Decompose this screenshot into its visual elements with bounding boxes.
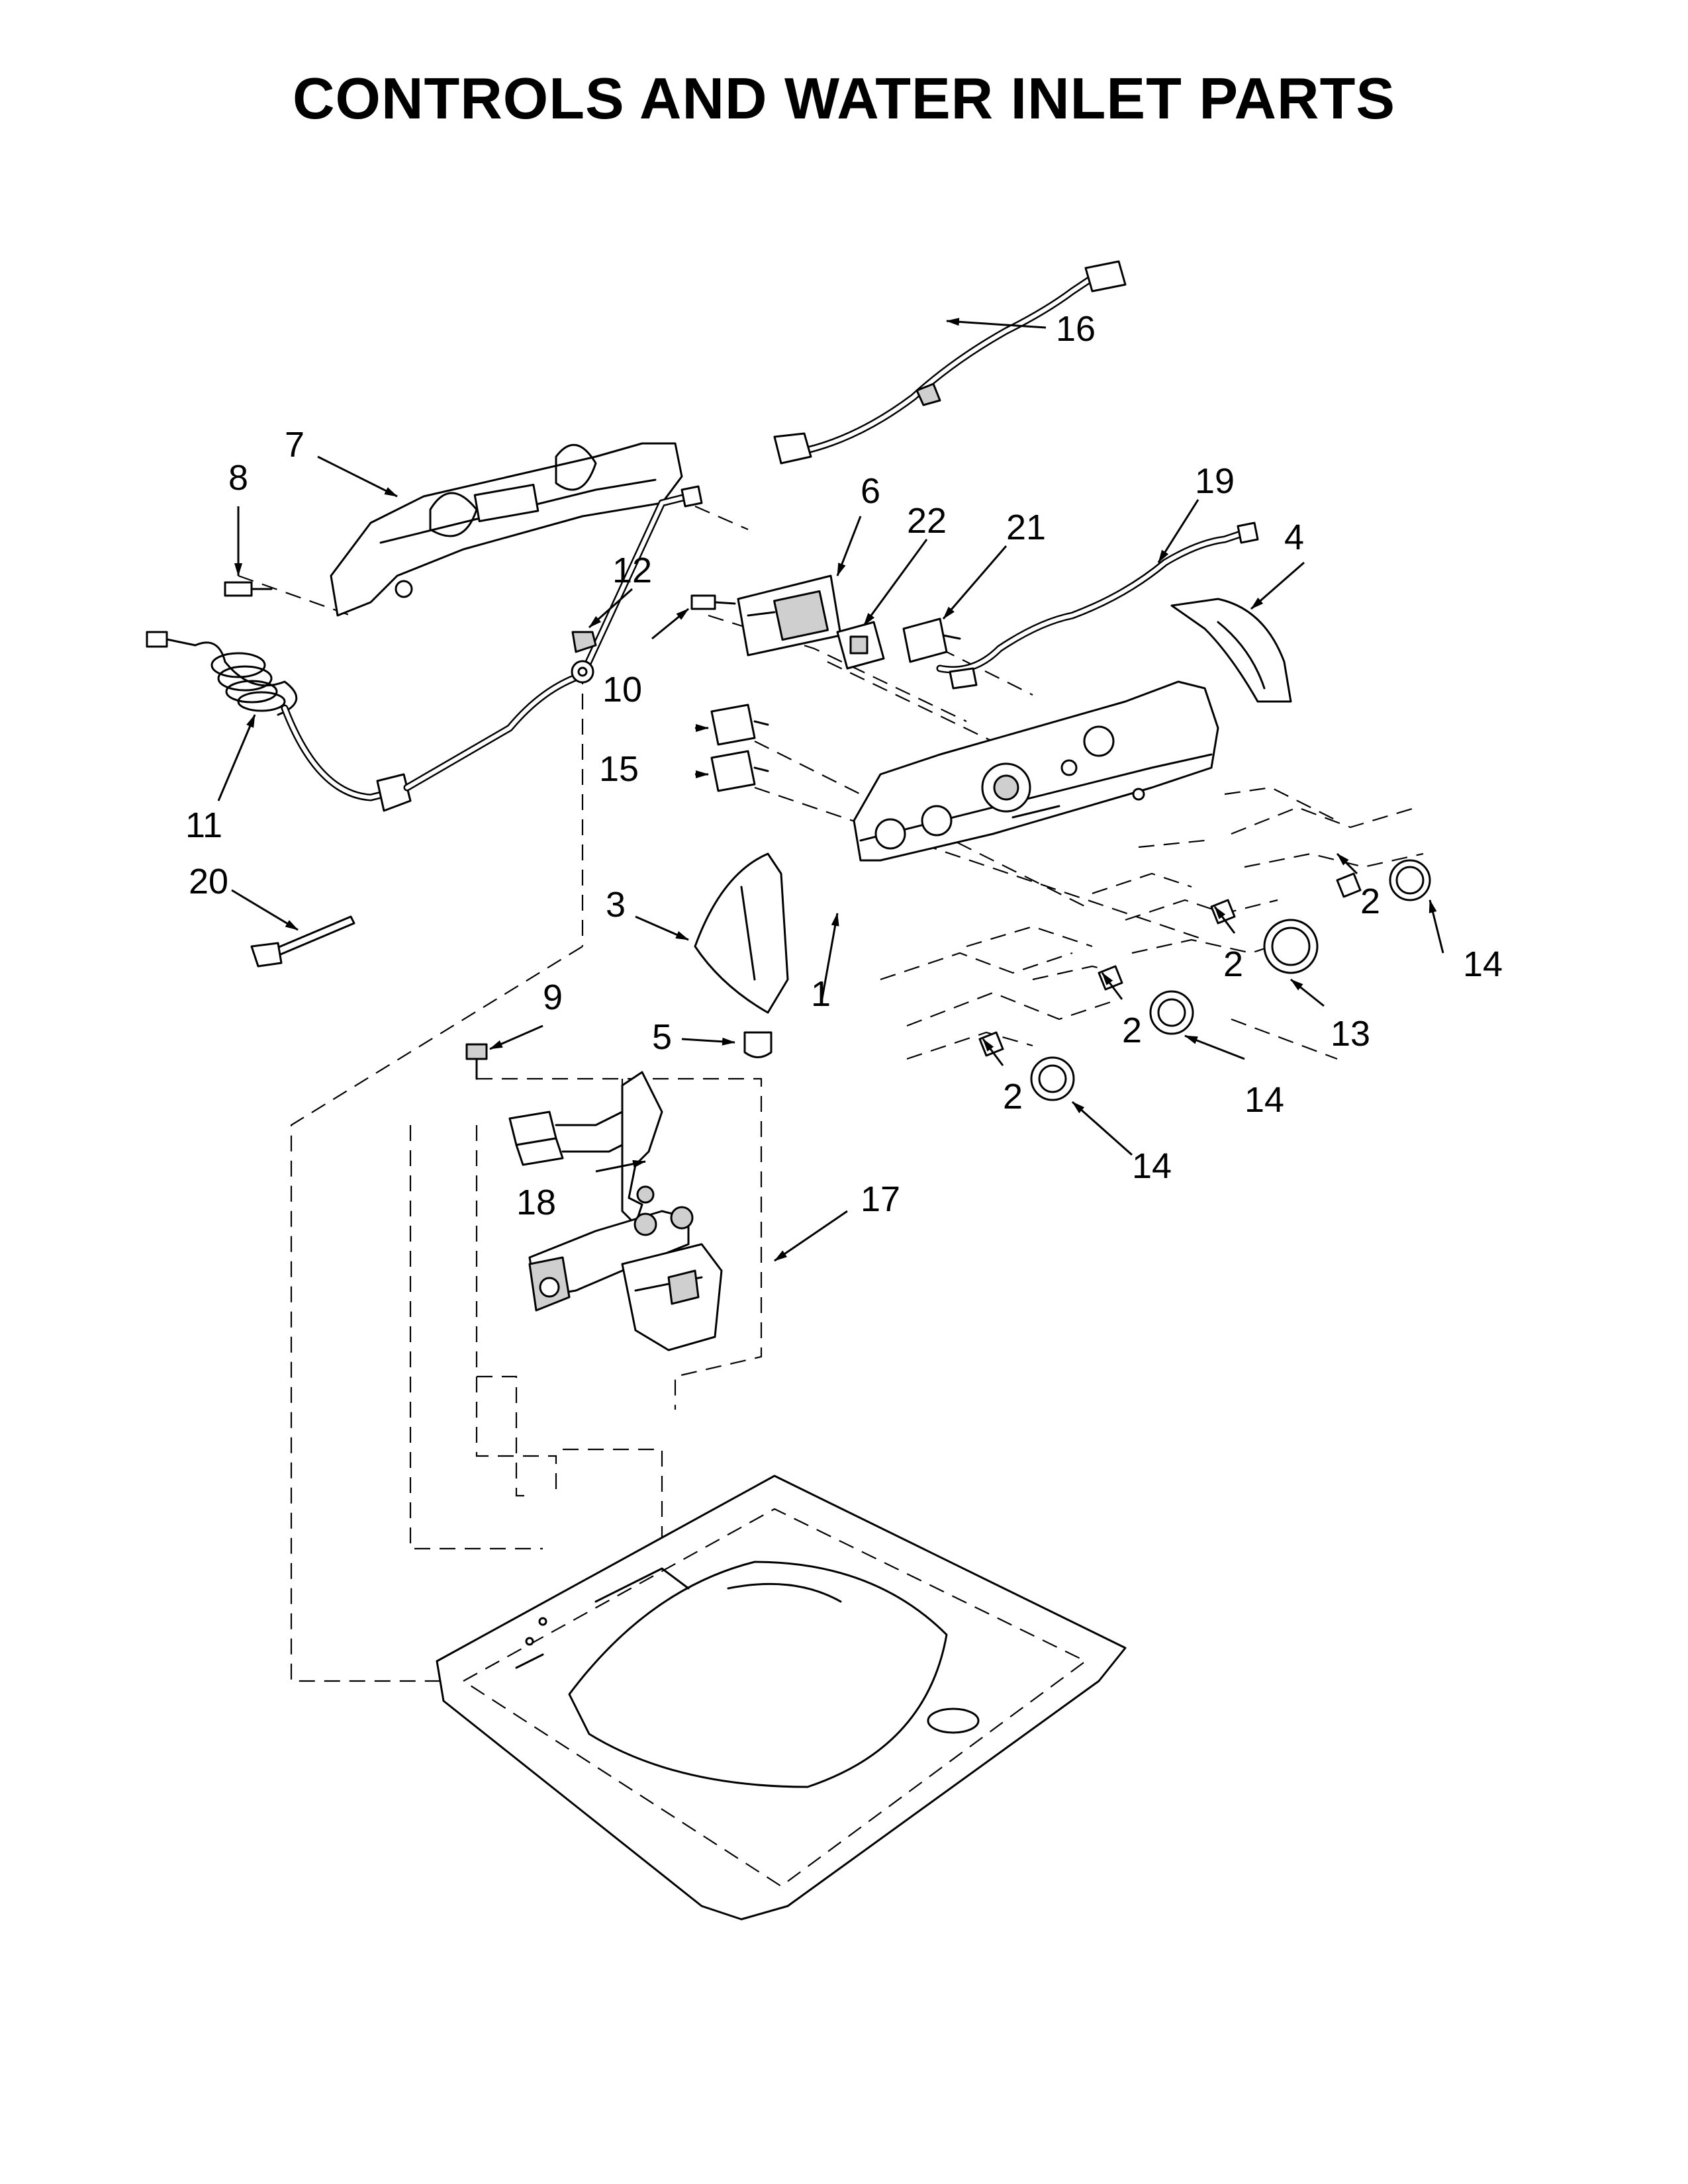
hose-assembly-18 xyxy=(508,1071,663,1226)
callout-13: 13 xyxy=(1331,1014,1370,1054)
callout-21: 21 xyxy=(1006,508,1046,547)
switch-21 xyxy=(902,617,961,663)
callout-14: 14 xyxy=(1132,1146,1172,1186)
page-title: CONTROLS AND WATER INLET PARTS xyxy=(292,66,1396,131)
part-22 xyxy=(836,621,885,670)
console-1 xyxy=(853,680,1219,862)
wire-harness-16 xyxy=(773,260,1127,465)
callout-8: 8 xyxy=(228,458,248,498)
water-valve-17 xyxy=(528,1206,723,1351)
callout-10: 10 xyxy=(602,670,642,709)
switch-15 xyxy=(710,704,769,792)
callout-17: 17 xyxy=(861,1179,900,1219)
callout-22: 22 xyxy=(907,501,947,541)
control-board-6 xyxy=(737,574,842,657)
callout-2: 2 xyxy=(1003,1077,1023,1116)
callout-9: 9 xyxy=(543,978,563,1017)
callout-labels: 1 2 2 2 2 3 4 5 6 7 8 9 10 11 12 13 14 1… xyxy=(185,309,1503,1222)
callout-4: 4 xyxy=(1284,518,1304,557)
screw-8 xyxy=(224,581,273,597)
callout-14: 14 xyxy=(1463,944,1503,984)
callout-14: 14 xyxy=(1244,1080,1284,1120)
callout-6: 6 xyxy=(861,471,880,511)
clip-5 xyxy=(743,1031,773,1058)
callout-3: 3 xyxy=(606,885,626,925)
cable-tie-20 xyxy=(250,915,355,968)
end-cap-right-4 xyxy=(1170,598,1292,703)
nut-12 xyxy=(571,631,597,653)
callout-16: 16 xyxy=(1056,309,1096,349)
callout-19: 19 xyxy=(1195,461,1235,501)
screw-10 xyxy=(690,594,736,610)
callout-12: 12 xyxy=(612,551,652,590)
callout-5: 5 xyxy=(652,1017,672,1057)
assembly-guide-lines xyxy=(238,505,1424,1682)
callout-15: 15 xyxy=(599,749,639,789)
leader-arrows xyxy=(217,318,1444,1262)
rear-console-panel xyxy=(330,442,683,617)
callout-2: 2 xyxy=(1360,882,1380,921)
callout-2: 2 xyxy=(1223,944,1243,984)
callout-7: 7 xyxy=(285,425,305,465)
end-cap-left-3 xyxy=(694,852,789,1014)
callout-20: 20 xyxy=(189,862,228,901)
screw-9 xyxy=(465,1043,488,1080)
knob-set xyxy=(978,859,1431,1101)
power-cord-11 xyxy=(146,485,703,812)
callout-18: 18 xyxy=(516,1183,556,1222)
wire-harness-19 xyxy=(936,522,1259,690)
callout-11: 11 xyxy=(185,805,222,845)
washer-top-base xyxy=(436,1475,1127,1921)
callout-2: 2 xyxy=(1122,1011,1142,1050)
callout-1: 1 xyxy=(811,974,831,1014)
